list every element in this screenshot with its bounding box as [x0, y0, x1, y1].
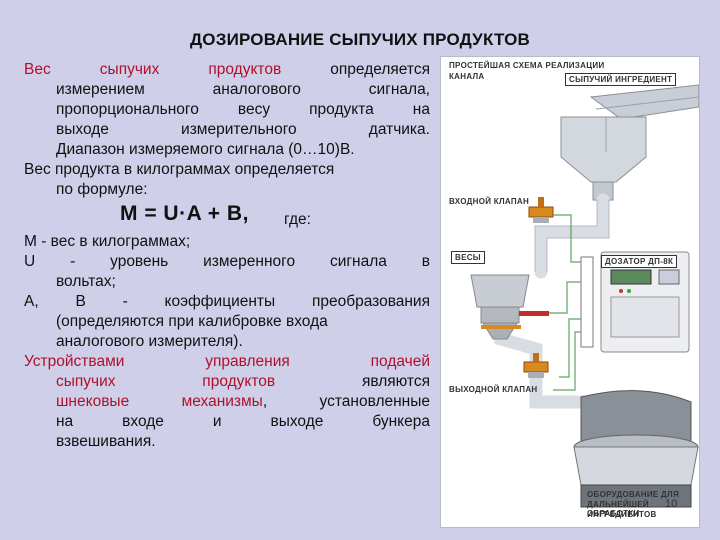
- para1-line3: пропорционального весу продукта на: [56, 101, 430, 118]
- equipment-label-line1: ОБОРУДОВАНИЕ ДЛЯ: [587, 490, 680, 499]
- mixer-machine: [573, 390, 699, 508]
- para1-line1: Вес сыпучих продуктов определяется: [24, 60, 430, 80]
- para1-term: сыпучих продуктов: [99, 61, 282, 78]
- slide-title: ДОЗИРОВАНИЕ СЫПУЧИХ ПРОДУКТОВ: [189, 30, 531, 49]
- ingredient-label: СЫПУЧИЙ ИНГРЕДИЕНТ: [565, 73, 677, 86]
- para1-verb: определяется: [330, 61, 430, 78]
- para1-word-ves: Вес: [24, 61, 51, 78]
- signal-wires: [549, 214, 581, 391]
- definition-u-line1: U - уровень измеренного сигнала в: [24, 253, 430, 270]
- page-number: 10: [665, 498, 678, 510]
- equipment-label-line3: ИНГРЕДИЕНТОВ: [587, 510, 657, 519]
- outlet-valve: [523, 353, 549, 378]
- inlet-valve-label: ВХОДНОЙ КЛАПАН: [449, 197, 530, 206]
- figure-heading-line1: ПРОСТЕЙШАЯ СХЕМА РЕАЛИЗАЦИИ: [449, 61, 605, 70]
- formula-row: М = U·A + B, где:: [24, 202, 430, 232]
- definition-m: М - вес в килограммах;: [24, 233, 191, 250]
- outlet-valve-label: ВЫХОДНОЙ КЛАПАН: [449, 385, 538, 394]
- text-block: Вес сыпучих продуктов определяется измер…: [24, 60, 430, 452]
- inlet-valve: [528, 197, 554, 223]
- scales-hopper: [470, 274, 549, 340]
- scheme-illustration: [470, 84, 699, 508]
- para2-line1: Вес продукта в килограммах определяется: [24, 161, 335, 178]
- doser-cabinet: [600, 251, 690, 353]
- equipment-label-line2: ДАЛЬНЕЙШЕЙ ОБРАБОТКИ: [587, 500, 649, 518]
- definition-u-line2: вольтах;: [56, 273, 116, 290]
- formula-where: где:: [284, 211, 311, 228]
- figure-heading-line2: КАНАЛА: [449, 72, 485, 81]
- para3-line5: взвешивания.: [56, 433, 156, 450]
- definition-ab-line1: А, В - коэффициенты преобразования: [24, 293, 430, 310]
- formula: М = U·A + B,: [120, 202, 249, 225]
- para3-line2: сыпучих продуктов являются: [24, 372, 430, 392]
- para3-verb: являются: [361, 373, 430, 390]
- para3-term: сыпучих продуктов: [56, 373, 276, 390]
- para3-line3: шнековые механизмы, установленные: [24, 392, 430, 412]
- scales-label: ВЕСЫ: [451, 251, 485, 264]
- para1-line4: выходе измерительного датчика.: [56, 121, 430, 138]
- para3-mechanisms: шнековые механизмы: [56, 393, 263, 410]
- ingredient-hopper: [560, 84, 699, 201]
- doser-label: ДОЗАТОР ДП-8К: [601, 255, 678, 268]
- definition-ab-line3: аналогового измерителя).: [56, 333, 243, 350]
- scheme-figure: ПРОСТЕЙШАЯ СХЕМА РЕАЛИЗАЦИИ КАНАЛА СЫПУЧ…: [440, 56, 700, 528]
- para3-installed: , установленные: [262, 393, 430, 410]
- terminal-strip: [580, 256, 594, 348]
- definition-ab-line2: (определяются при калибровке входа: [56, 313, 328, 330]
- para2-line2: по формуле:: [56, 181, 148, 198]
- para1-line5: Диапазон измеряемого сигнала (0…10)В.: [56, 141, 355, 158]
- para1-line2: измерением аналогового сигнала,: [56, 81, 430, 98]
- para3-line1: Устройствами управления подачей: [24, 353, 430, 370]
- para3-line4: на входе и выходе бункера: [56, 413, 430, 430]
